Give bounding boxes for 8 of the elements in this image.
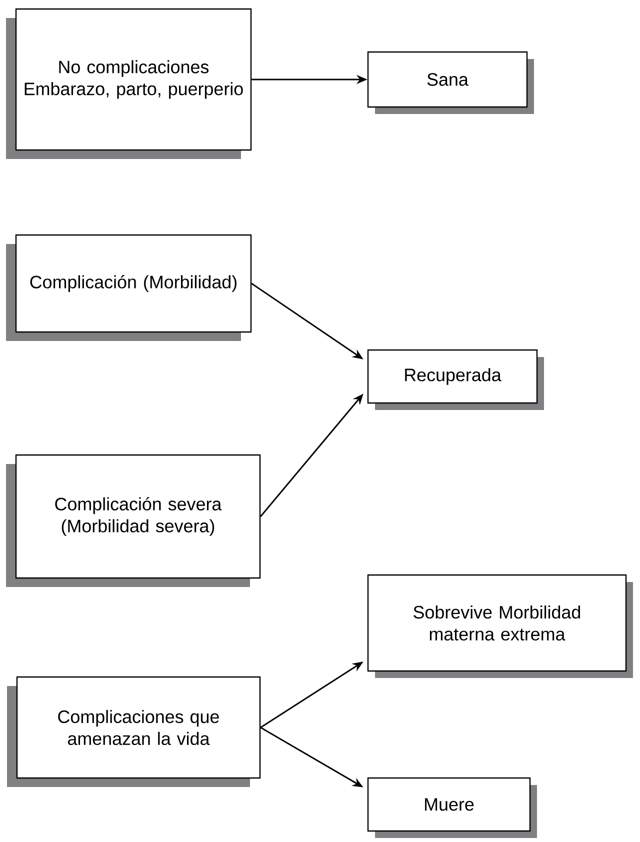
shadowed-box: Muere <box>367 777 537 838</box>
shadowed-box: Complicaciones que amenazan la vida <box>7 676 261 787</box>
shadowed-box: Complicación (Morbilidad) <box>6 234 252 341</box>
shadowed-box: Complicación severa (Morbilidad severa) <box>6 454 261 587</box>
shadowed-box: No complicaciones Embarazo, parto, puerperio <box>6 8 252 159</box>
shadowed-box: Recuperada <box>367 349 544 410</box>
shadowed-box: Sana <box>367 51 534 114</box>
shadowed-box: Sobrevive Morbilidad materna extrema <box>367 574 633 678</box>
